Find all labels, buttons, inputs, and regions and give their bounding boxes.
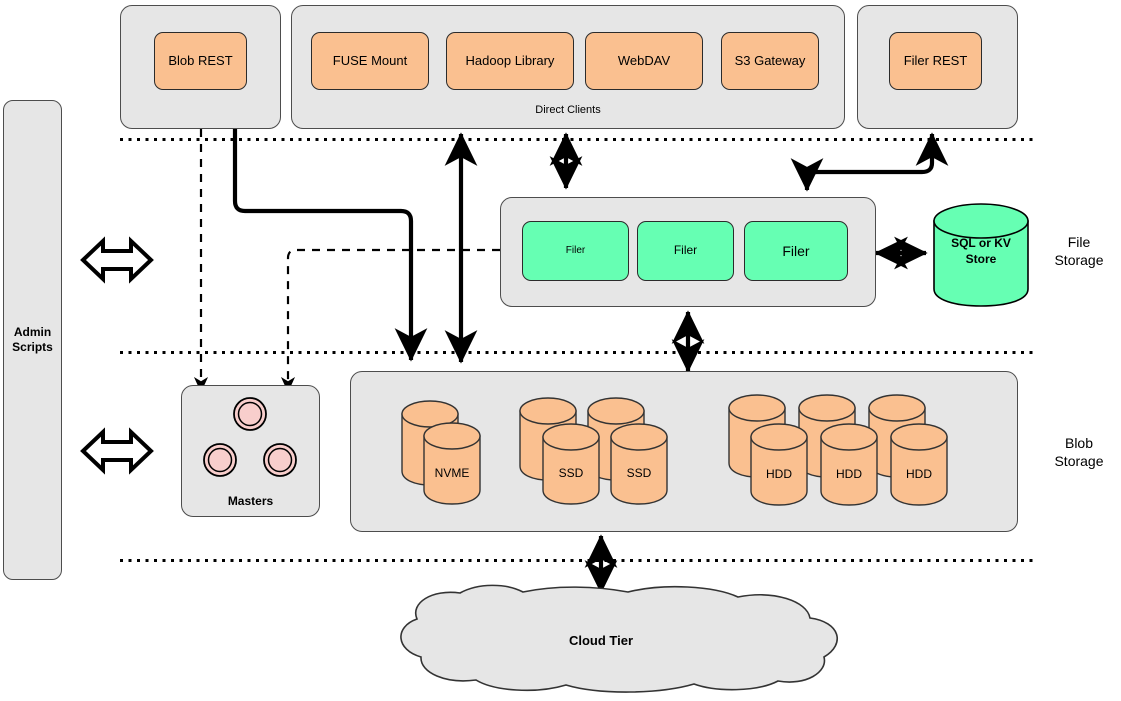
client-box-hadoop-library[interactable]: Hadoop Library xyxy=(446,32,574,90)
masters-label: Masters xyxy=(227,494,274,508)
volume-servers-group[interactable] xyxy=(350,371,1018,532)
client-box-webdav[interactable]: WebDAV xyxy=(585,32,703,90)
admin-double-arrows xyxy=(80,236,154,475)
tier-label-file-storage: File Storage xyxy=(1040,234,1118,269)
disk-label-ssd-2: SSD xyxy=(626,466,652,480)
admin-arrow-file-storage xyxy=(80,236,154,284)
admin-scripts-panel[interactable] xyxy=(3,100,62,580)
client-box-filer-rest[interactable]: Filer REST xyxy=(889,32,982,90)
filer-box-2[interactable]: Filer xyxy=(637,221,734,281)
client-box-s3-gateway[interactable]: S3 Gateway xyxy=(721,32,819,90)
disk-label-hdd-1: HDD xyxy=(766,467,792,481)
filer-box-3[interactable]: Filer xyxy=(744,221,848,281)
disk-label-hdd-3: HDD xyxy=(906,467,932,481)
conn-filerrest-filers xyxy=(790,132,949,192)
client-label-webdav: WebDAV xyxy=(617,52,671,68)
tier-label-blob-storage-line2: Storage xyxy=(1054,452,1104,469)
admin-scripts-label: Admin Scripts xyxy=(12,325,53,354)
metastore-label-line1: SQL or KV xyxy=(951,236,1011,250)
metastore-label: SQL or KV Store xyxy=(934,236,1028,267)
filer-label-2: Filer xyxy=(673,243,698,258)
disk-label-ssd-1: SSD xyxy=(558,466,584,480)
client-label-s3-gateway: S3 Gateway xyxy=(734,52,806,68)
client-label-blob-rest: Blob REST xyxy=(168,52,233,68)
cloud-tier-label: Cloud Tier xyxy=(568,633,634,648)
metastore-label-line2: Store xyxy=(965,251,997,266)
disk-label-hdd-2: HDD xyxy=(836,467,862,481)
client-box-fuse-mount[interactable]: FUSE Mount xyxy=(311,32,429,90)
tier-label-file-storage-line2: Storage xyxy=(1054,251,1104,268)
client-label-hadoop-library: Hadoop Library xyxy=(465,52,555,68)
client-label-filer-rest: Filer REST xyxy=(903,52,968,68)
filer-box-1[interactable]: Filer xyxy=(522,221,629,281)
tier-label-file-storage-line1: File xyxy=(1067,234,1091,250)
client-box-blob-rest[interactable]: Blob REST xyxy=(154,32,247,90)
filer-label-1: Filer xyxy=(565,245,586,257)
tier-label-blob-storage-line1: Blob xyxy=(1064,435,1094,451)
tier-label-blob-storage: Blob Storage xyxy=(1040,435,1118,470)
filer-label-3: Filer xyxy=(782,242,810,259)
client-label-fuse-mount: FUSE Mount xyxy=(332,52,408,68)
direct-clients-caption: Direct Clients xyxy=(535,104,601,116)
admin-arrow-blob-storage xyxy=(80,427,154,475)
disk-label-nvme: NVME xyxy=(434,466,470,480)
conn-blobrest-volumes xyxy=(232,129,428,362)
